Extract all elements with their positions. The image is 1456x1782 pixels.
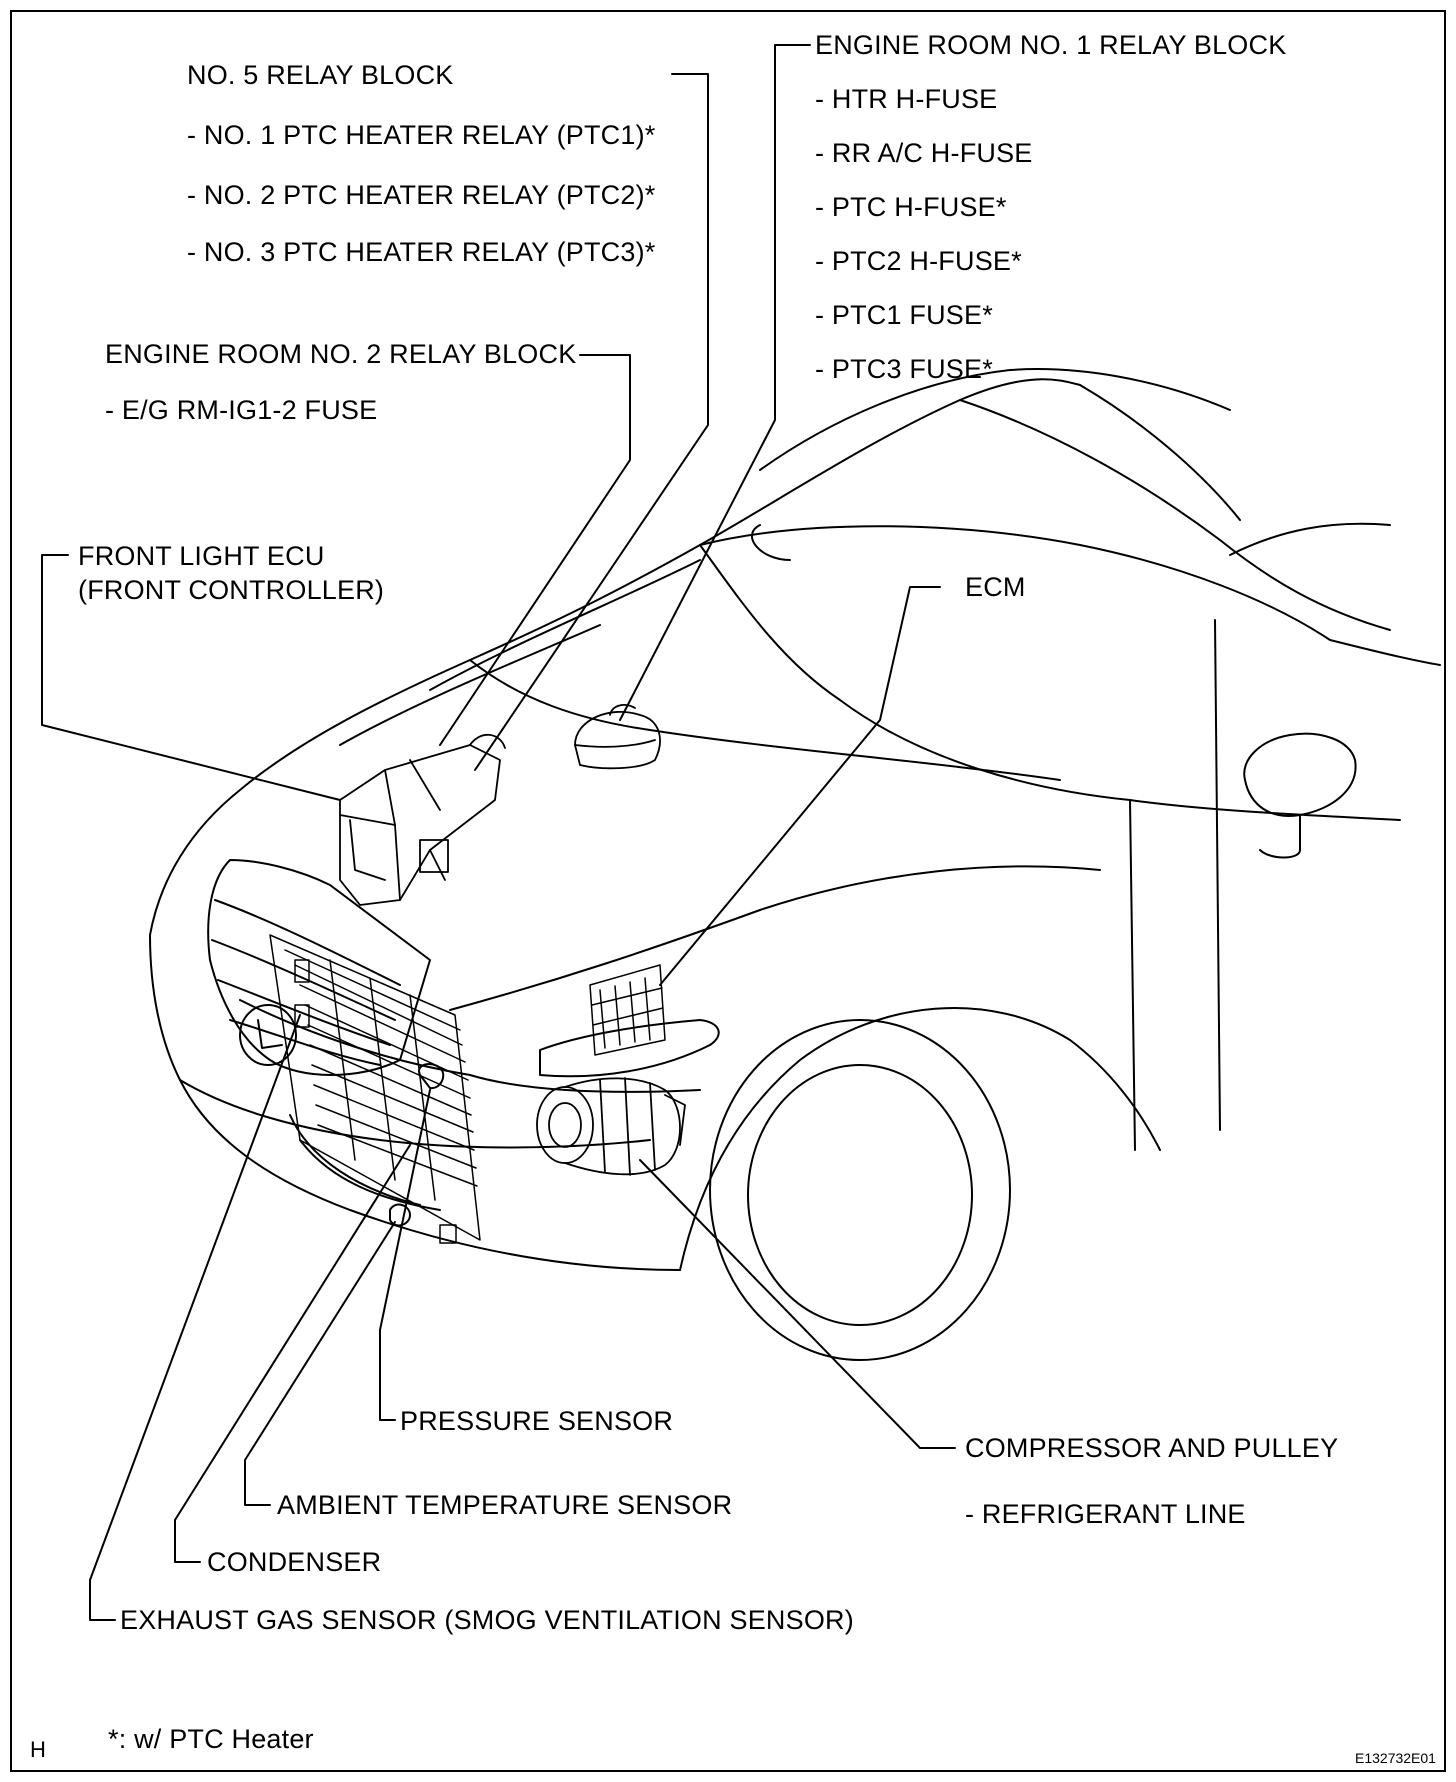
label-er1-htr: - HTR H-FUSE bbox=[815, 84, 998, 114]
figure-id: E132732E01 bbox=[1355, 1750, 1436, 1766]
label-er1-ptc2: - PTC2 H-FUSE* bbox=[815, 246, 1022, 276]
label-no5-ptc1: - NO. 1 PTC HEATER RELAY (PTC1)* bbox=[187, 120, 656, 150]
label-no5-ptc2: - NO. 2 PTC HEATER RELAY (PTC2)* bbox=[187, 180, 656, 210]
front-light-ecu-illustration bbox=[339, 733, 506, 906]
label-er2-relay-block: ENGINE ROOM NO. 2 RELAY BLOCK bbox=[105, 339, 577, 369]
label-ecm: ECM bbox=[965, 572, 1026, 602]
ambient-sensor-illustration bbox=[389, 1203, 411, 1227]
relay-block-1-illustration bbox=[574, 704, 661, 770]
label-condenser: CONDENSER bbox=[207, 1547, 382, 1577]
label-no5-relay-block: NO. 5 RELAY BLOCK bbox=[187, 60, 454, 90]
diagram-frame bbox=[10, 10, 1446, 1772]
label-er1-ptc3: - PTC3 FUSE* bbox=[815, 354, 993, 384]
ecm-illustration bbox=[589, 964, 666, 1056]
label-er1-ptc: - PTC H-FUSE* bbox=[815, 192, 1007, 222]
label-no5-ptc3: - NO. 3 PTC HEATER RELAY (PTC3)* bbox=[187, 237, 656, 267]
label-front-light-ecu: FRONT LIGHT ECU bbox=[78, 541, 325, 571]
footnote: *: w/ PTC Heater bbox=[108, 1724, 314, 1754]
grille bbox=[207, 859, 431, 1076]
pressure-sensor-illustration bbox=[418, 1063, 445, 1090]
label-refrigerant-line: - REFRIGERANT LINE bbox=[965, 1499, 1246, 1529]
label-compressor: COMPRESSOR AND PULLEY bbox=[965, 1433, 1339, 1463]
label-pressure-sensor: PRESSURE SENSOR bbox=[400, 1406, 674, 1436]
car-body-outline bbox=[149, 368, 1441, 1361]
condenser-illustration bbox=[269, 934, 481, 1244]
leader-lines bbox=[41, 44, 956, 1621]
label-ambient-sensor: AMBIENT TEMPERATURE SENSOR bbox=[277, 1490, 733, 1520]
label-er1-rrac: - RR A/C H-FUSE bbox=[815, 138, 1033, 168]
label-er1-relay-block: ENGINE ROOM NO. 1 RELAY BLOCK bbox=[815, 30, 1287, 60]
label-er1-ptc1: - PTC1 FUSE* bbox=[815, 300, 993, 330]
compressor-illustration bbox=[536, 1077, 686, 1176]
label-exhaust-sensor: EXHAUST GAS SENSOR (SMOG VENTILATION SEN… bbox=[120, 1605, 854, 1635]
label-front-controller: (FRONT CONTROLLER) bbox=[78, 575, 385, 605]
corner-letter: H bbox=[30, 1737, 47, 1762]
label-er2-fuse: - E/G RM-IG1-2 FUSE bbox=[105, 395, 378, 425]
